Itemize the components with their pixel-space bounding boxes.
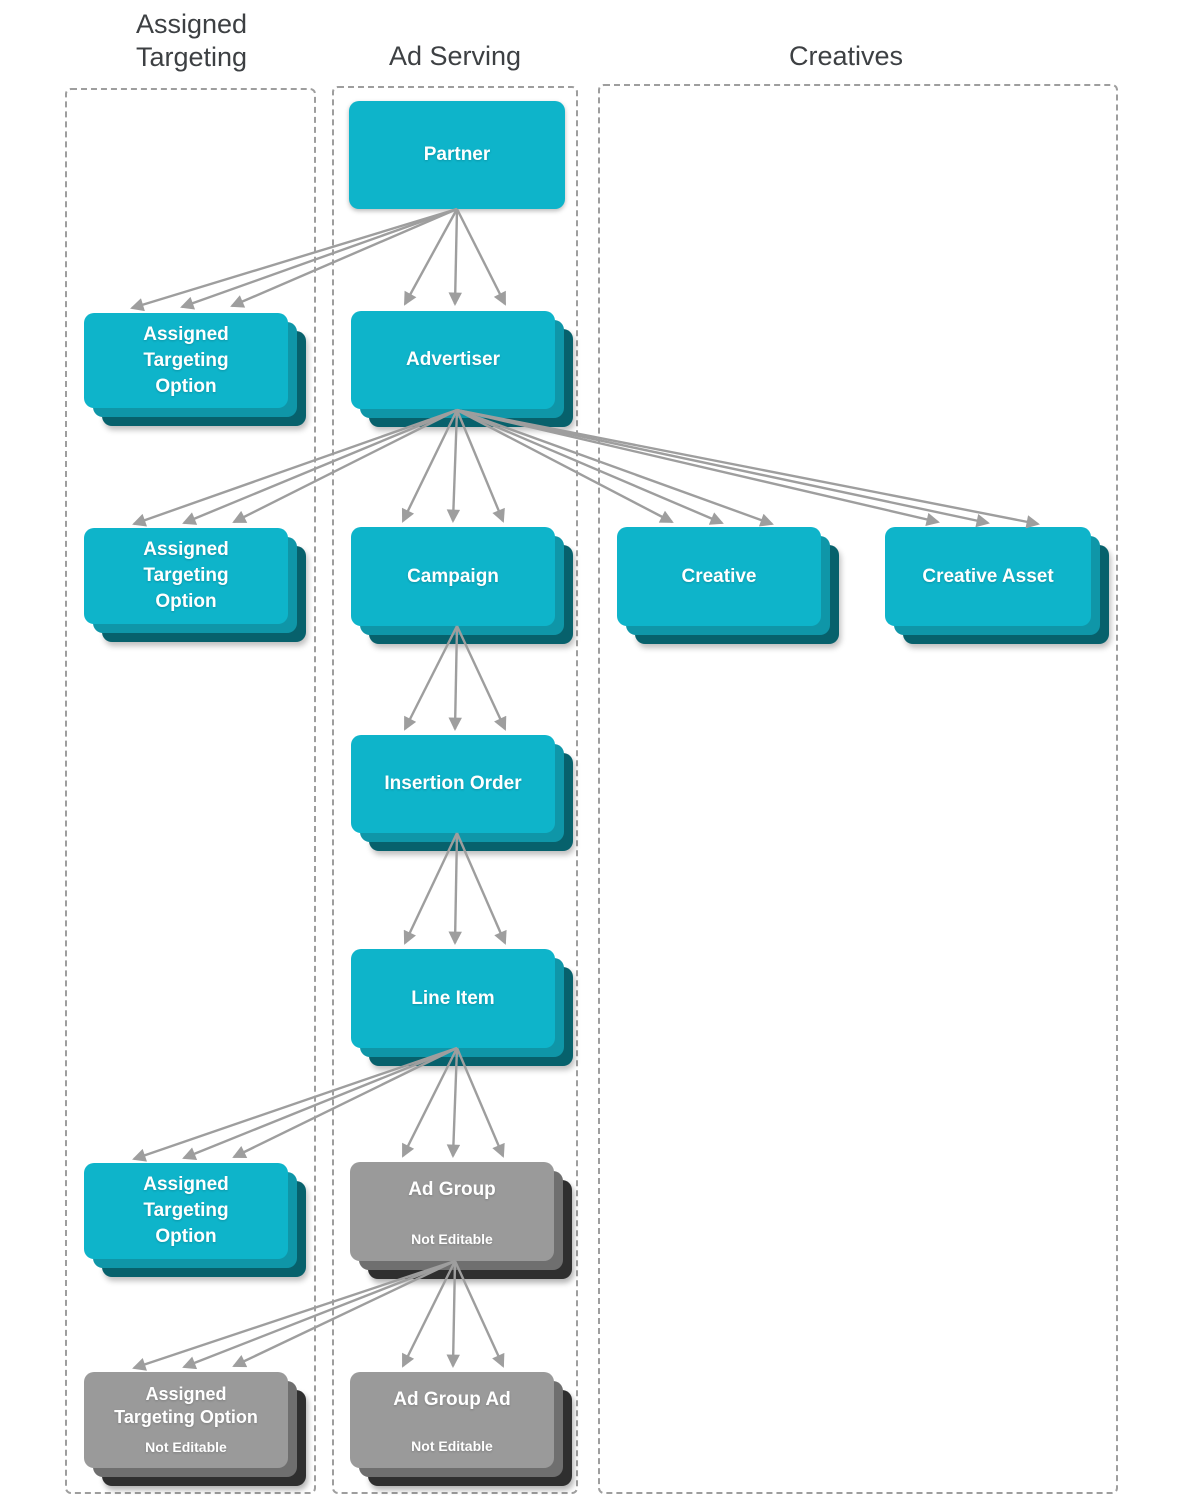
node-ad-group-ad-label: Ad Group Ad bbox=[393, 1389, 511, 1410]
node-assigned-targeting-option-ad-group-label: Assigned Targeting Option bbox=[114, 1384, 258, 1427]
node-insertion-order-label: Insertion Order bbox=[384, 773, 522, 794]
node-assigned-targeting-option-line-item: Assigned Targeting Option bbox=[84, 1163, 288, 1259]
node-assigned-targeting-option-line-item-label: Assigned Targeting Option bbox=[143, 1174, 229, 1247]
node-ad-group-sublabel: Not Editable bbox=[411, 1231, 493, 1247]
node-partner: Partner bbox=[349, 101, 565, 209]
node-creative-asset: Creative Asset bbox=[885, 527, 1091, 626]
assigned-targeting-container bbox=[65, 88, 316, 1494]
node-creative: Creative bbox=[617, 527, 821, 626]
node-creative-label: Creative bbox=[681, 565, 757, 587]
node-insertion-order: Insertion Order bbox=[351, 735, 555, 833]
node-assigned-targeting-option-partner-label: Assigned Targeting Option bbox=[143, 323, 229, 397]
node-ad-group: Ad Group Not Editable bbox=[350, 1162, 554, 1261]
node-ad-group-label: Ad Group bbox=[408, 1179, 496, 1200]
node-advertiser-label: Advertiser bbox=[406, 349, 500, 370]
node-ad-group-ad-sublabel: Not Editable bbox=[411, 1438, 493, 1454]
node-partner-label: Partner bbox=[423, 144, 491, 165]
column-header-assigned-targeting: Assigned Targeting bbox=[66, 8, 317, 74]
node-assigned-targeting-option-partner: Assigned Targeting Option bbox=[84, 313, 288, 408]
node-line-item-label: Line Item bbox=[411, 987, 495, 1009]
column-header-ad-serving: Ad Serving bbox=[388, 41, 522, 71]
node-campaign-label: Campaign bbox=[407, 565, 499, 587]
node-advertiser: Advertiser bbox=[351, 311, 555, 409]
node-campaign: Campaign bbox=[351, 527, 555, 626]
node-assigned-targeting-option-advertiser-label: Assigned Targeting Option bbox=[143, 539, 229, 612]
node-assigned-targeting-option-ad-group: Assigned Targeting Option Not Editable bbox=[84, 1372, 288, 1468]
column-header-creatives: Creatives bbox=[788, 41, 904, 71]
creatives-container bbox=[598, 84, 1118, 1494]
node-line-item: Line Item bbox=[351, 949, 555, 1048]
ad-serving-container bbox=[332, 86, 578, 1494]
node-creative-asset-label: Creative Asset bbox=[922, 565, 1054, 587]
node-ad-group-ad: Ad Group Ad Not Editable bbox=[350, 1372, 554, 1468]
node-assigned-targeting-option-ad-group-sublabel: Not Editable bbox=[145, 1439, 227, 1455]
node-assigned-targeting-option-advertiser: Assigned Targeting Option bbox=[84, 528, 288, 624]
column-header-assigned-targeting-label: Assigned Targeting bbox=[135, 9, 248, 72]
